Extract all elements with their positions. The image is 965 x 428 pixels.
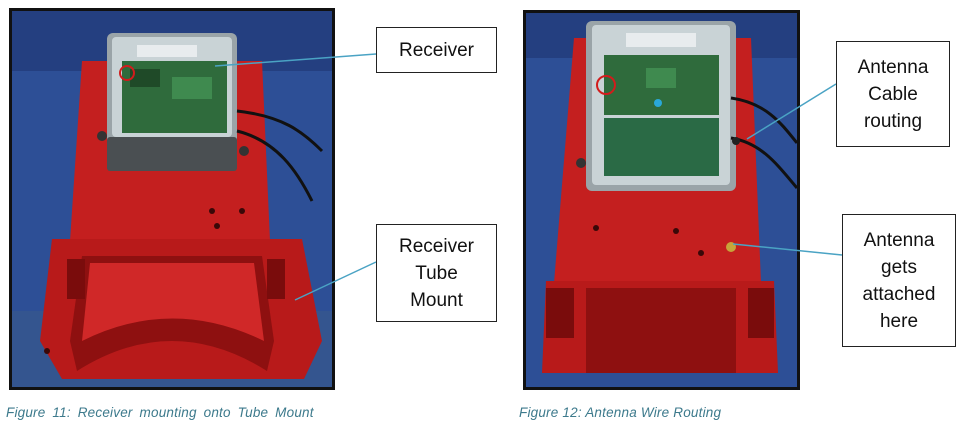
- antenna-wire-routing-photo: [523, 10, 800, 390]
- figure-12-caption: Figure 12: Antenna Wire Routing: [519, 405, 722, 420]
- antenna-wire-routing-illustration: [526, 13, 797, 387]
- receiver-tube-mount-illustration: [12, 11, 332, 387]
- callout-receiver: Receiver: [376, 27, 497, 73]
- callout-antenna-cable-routing: Antenna Cable routing: [836, 41, 950, 147]
- callout-receiver-tube-mount: Receiver Tube Mount: [376, 224, 497, 322]
- callout-antenna-attach-point: Antenna gets attached here: [842, 214, 956, 347]
- figure-11-caption: Figure 11: Receiver mounting onto Tube M…: [6, 405, 314, 420]
- receiver-tube-mount-photo: [9, 8, 335, 390]
